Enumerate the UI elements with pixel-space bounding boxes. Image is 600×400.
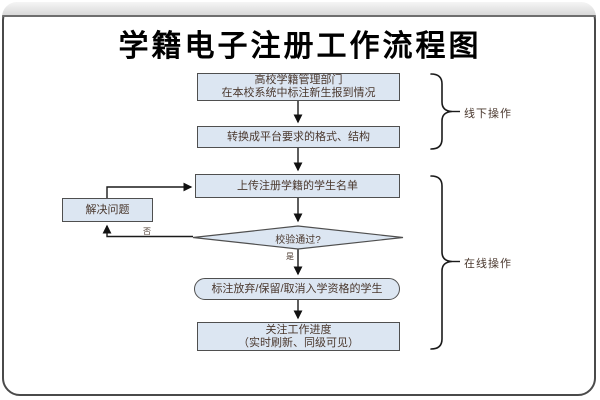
node-check-label: 校验通过? xyxy=(275,235,321,246)
group-label-offline: 线下操作 xyxy=(464,108,512,120)
node-convert-format: 转换成平台要求的格式、结构 xyxy=(197,126,400,148)
node-mark-arrival: 高校学籍管理部门 在本校系统中标注新生报到情况 xyxy=(197,73,400,101)
top-gray-strip xyxy=(2,2,596,17)
offline-group-brace xyxy=(430,73,453,150)
arrow-solve-to-upload xyxy=(106,182,193,198)
node-convert-format-label: 转换成平台要求的格式、结构 xyxy=(227,130,370,143)
node-watch-progress-line1: 关注工作进度 xyxy=(265,323,332,336)
node-mark-arrival-line2: 在本校系统中标注新生报到情况 xyxy=(221,87,376,99)
node-solve-problem: 解决问题 xyxy=(62,198,153,222)
node-watch-progress-line2: （实时刷新、同级可见） xyxy=(238,336,359,349)
node-upload-list: 上传注册学籍的学生名单 xyxy=(195,174,400,198)
page-title: 学籍电子注册工作流程图 xyxy=(118,30,482,63)
online-group-brace xyxy=(430,175,453,350)
branch-label-no: 否 xyxy=(143,227,151,236)
node-mark-qualification-label: 标注放弃/保留/取消入学资格的学生 xyxy=(211,282,383,295)
branch-label-yes: 是 xyxy=(286,252,294,261)
arrow-check-no-to-solve xyxy=(102,224,193,238)
node-watch-progress: 关注工作进度 （实时刷新、同级可见） xyxy=(197,322,400,351)
decision-diamond xyxy=(192,225,404,250)
group-label-online: 在线操作 xyxy=(464,258,512,270)
node-upload-list-label: 上传注册学籍的学生名单 xyxy=(237,179,358,192)
node-mark-qualification: 标注放弃/保留/取消入学资格的学生 xyxy=(194,278,400,300)
node-solve-problem-label: 解决问题 xyxy=(85,203,130,216)
node-mark-arrival-line1: 高校学籍管理部门 xyxy=(254,74,343,86)
